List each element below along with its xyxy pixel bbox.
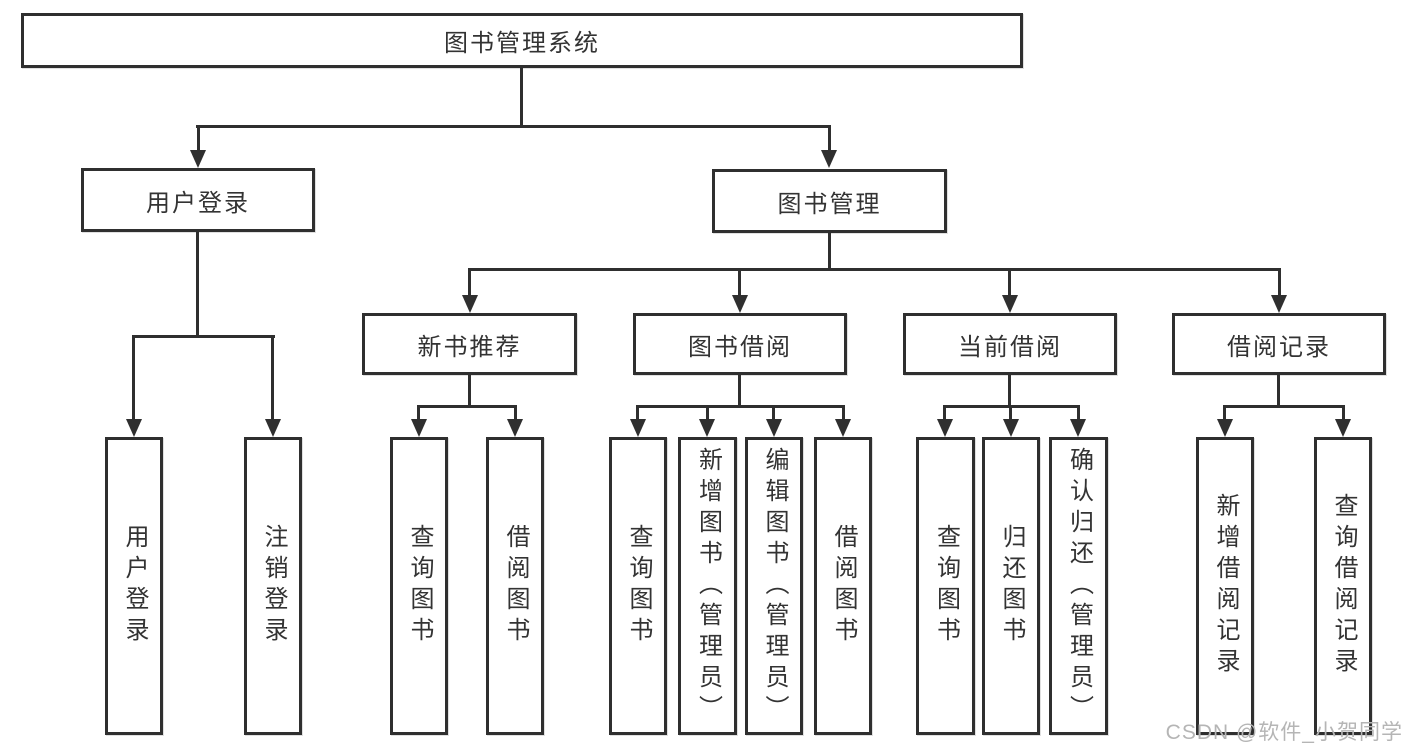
node-leaf-edit-book-admin: 编辑图书（管理员） — [745, 437, 803, 735]
node-leaf-add-book-admin-label: 新增图书（管理员） — [694, 446, 722, 726]
node-leaf-confirm-return-admin: 确认归还（管理员） — [1049, 437, 1108, 735]
node-leaf-add-borrow-record-label: 新增借阅记录 — [1212, 493, 1239, 679]
connector-line — [196, 125, 831, 128]
connector-line — [514, 405, 517, 421]
node-book-borrowing: 图书借阅 — [633, 313, 847, 375]
arrowhead — [1271, 295, 1287, 313]
node-leaf-borrow-books-2-label: 借阅图书 — [830, 524, 857, 648]
node-user-login-group: 用户登录 — [81, 168, 315, 232]
node-leaf-query-books-1: 查询图书 — [390, 437, 448, 735]
connector-line — [1008, 268, 1011, 297]
node-book-borrowing-label: 图书借阅 — [688, 333, 792, 361]
node-leaf-add-book-admin: 新增图书（管理员） — [678, 437, 737, 735]
connector-line — [1223, 405, 1226, 421]
connector-line — [132, 335, 275, 338]
node-new-book-recommend-label: 新书推荐 — [417, 333, 522, 361]
arrowhead — [1003, 419, 1019, 437]
connector-line — [271, 335, 274, 421]
connector-line — [828, 233, 831, 271]
node-root-label: 图书管理系统 — [444, 30, 600, 57]
arrowhead — [835, 419, 851, 437]
connector-line — [1223, 405, 1345, 408]
node-leaf-user-login-label: 用户登录 — [121, 524, 148, 648]
connector-line — [738, 268, 741, 297]
connector-line — [417, 405, 420, 421]
node-user-login-group-label: 用户登录 — [146, 189, 250, 217]
node-root: 图书管理系统 — [21, 13, 1023, 68]
arrowhead — [699, 419, 715, 437]
node-leaf-query-books-3: 查询图书 — [916, 437, 975, 735]
node-leaf-logout-label: 注销登录 — [260, 524, 287, 648]
node-leaf-return-book-label: 归还图书 — [998, 524, 1025, 648]
connector-line — [1278, 268, 1281, 297]
connector-line — [828, 125, 831, 154]
connector-line — [417, 405, 517, 408]
connector-line — [468, 375, 471, 408]
node-borrowing-records-label: 借阅记录 — [1227, 333, 1331, 361]
connector-line — [132, 335, 135, 421]
connector-line — [520, 68, 523, 127]
arrowhead — [1070, 419, 1086, 437]
node-leaf-edit-book-admin-label: 编辑图书（管理员） — [761, 446, 788, 726]
connector-line — [738, 375, 741, 408]
node-leaf-borrow-books-1-label: 借阅图书 — [502, 524, 529, 648]
node-leaf-add-borrow-record: 新增借阅记录 — [1196, 437, 1254, 735]
connector-line — [706, 405, 709, 421]
node-leaf-query-borrow-record: 查询借阅记录 — [1314, 437, 1372, 735]
node-current-borrowing: 当前借阅 — [903, 313, 1117, 375]
arrowhead — [1002, 295, 1018, 313]
node-new-book-recommend: 新书推荐 — [362, 313, 577, 375]
node-leaf-return-book: 归还图书 — [982, 437, 1040, 735]
connector-line — [196, 232, 199, 338]
arrowhead — [937, 419, 953, 437]
arrowhead — [821, 150, 837, 168]
connector-line — [943, 405, 946, 421]
arrowhead — [1335, 419, 1351, 437]
connector-line — [468, 268, 1281, 271]
node-leaf-query-books-1-label: 查询图书 — [406, 524, 433, 648]
node-leaf-borrow-books-1: 借阅图书 — [486, 437, 544, 735]
node-leaf-query-books-2: 查询图书 — [609, 437, 667, 735]
connector-line — [1009, 405, 1012, 421]
arrowhead — [766, 419, 782, 437]
node-leaf-query-borrow-record-label: 查询借阅记录 — [1330, 493, 1357, 679]
watermark: CSDN @软件_小贺同学 — [1165, 721, 1403, 744]
connector-line — [842, 405, 845, 421]
connector-line — [468, 268, 471, 297]
node-book-management-label: 图书管理 — [777, 190, 882, 218]
node-book-management: 图书管理 — [712, 169, 947, 233]
connector-line — [1077, 405, 1080, 421]
node-current-borrowing-label: 当前借阅 — [958, 333, 1062, 361]
connector-line — [772, 405, 775, 421]
arrowhead — [126, 419, 142, 437]
arrowhead — [732, 295, 748, 313]
node-borrowing-records: 借阅记录 — [1172, 313, 1386, 375]
node-leaf-query-books-2-label: 查询图书 — [625, 524, 652, 648]
connector-line — [1342, 405, 1345, 421]
arrowhead — [630, 419, 646, 437]
node-leaf-user-login: 用户登录 — [105, 437, 163, 735]
arrowhead — [190, 150, 206, 168]
node-leaf-query-books-3-label: 查询图书 — [932, 524, 960, 648]
arrowhead — [507, 419, 523, 437]
connector-line — [197, 125, 200, 154]
arrowhead — [1217, 419, 1233, 437]
node-leaf-borrow-books-2: 借阅图书 — [814, 437, 872, 735]
arrowhead — [411, 419, 427, 437]
connector-line — [1277, 375, 1280, 408]
arrowhead — [265, 419, 281, 437]
node-leaf-confirm-return-admin-label: 确认归还（管理员） — [1065, 446, 1093, 726]
connector-line — [1008, 375, 1011, 408]
connector-line — [636, 405, 845, 408]
connector-line — [636, 405, 639, 421]
node-leaf-logout: 注销登录 — [244, 437, 302, 735]
arrowhead — [462, 295, 478, 313]
